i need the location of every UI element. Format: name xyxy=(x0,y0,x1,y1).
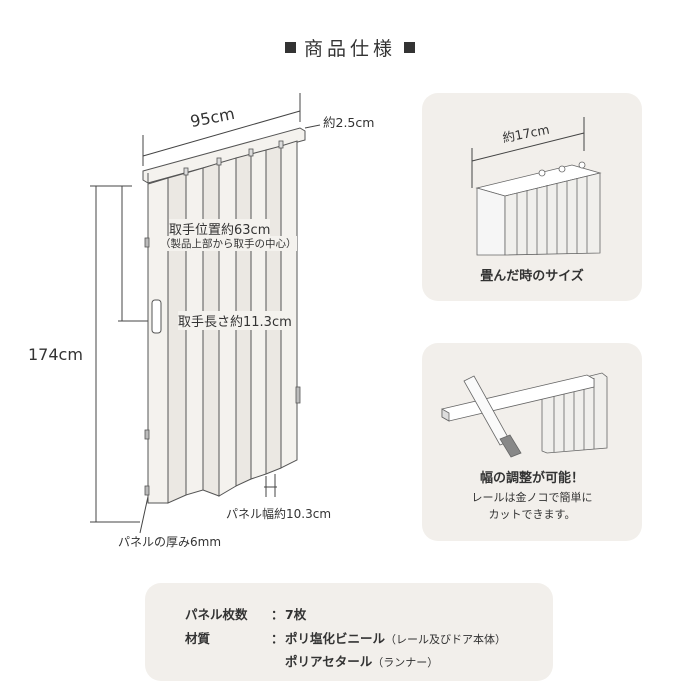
material-label: 材質 xyxy=(185,631,211,646)
handle-position-note: （製品上部から取手の中心） xyxy=(160,236,297,251)
spec-box: パネル枚数 ： 7枚 材質 ： ポリ塩化ビニール（レール及びドア本体） ポリアセ… xyxy=(145,583,553,681)
rail-cutting-illustration xyxy=(441,372,608,458)
handle xyxy=(151,299,162,334)
material-1-note: （レール及びドア本体） xyxy=(385,633,507,646)
adjust-sub-line1: レールは金ノコで簡単に xyxy=(471,491,593,504)
folded-panels-illustration xyxy=(471,117,602,256)
panel-count-value: 7枚 xyxy=(285,607,307,622)
height-label: 174cm xyxy=(28,345,83,364)
adjust-caption: 幅の調整が可能！ xyxy=(479,471,584,486)
adjust-sub-line2: カットできます。 xyxy=(488,508,576,521)
panel-count-label: パネル枚数 xyxy=(185,607,248,622)
section-title: 商品仕様 xyxy=(0,34,700,61)
folded-size-card: 約17cm 畳んだ時のサイズ xyxy=(422,93,642,301)
panel-thickness-label: パネルの厚み6mm xyxy=(118,535,222,549)
handle-position-label: 取手位置約63cm xyxy=(169,219,271,238)
adjustable-width-card: 幅の調整が可能！ レールは金ノコで簡単に カットできます。 xyxy=(422,343,642,541)
folded-caption: 畳んだ時のサイズ xyxy=(480,269,584,284)
rail-depth-label: 約2.5cm xyxy=(323,115,375,130)
section-title-text: 商品仕様 xyxy=(303,38,396,60)
handle-length-label: 取手長さ約11.3cm xyxy=(178,311,292,330)
width-dimension-line xyxy=(142,110,301,157)
material-2-note: （ランナー） xyxy=(372,656,439,669)
material-separator: ： xyxy=(271,631,284,646)
rail-depth-line xyxy=(304,124,321,129)
square-bullet-icon xyxy=(404,42,415,53)
material-1: ポリ塩化ビニール xyxy=(285,631,386,646)
panel-width-label: パネル幅約10.3cm xyxy=(226,507,332,521)
panel-count-separator: ： xyxy=(271,607,284,622)
square-bullet-icon xyxy=(284,42,296,53)
rail xyxy=(142,127,306,184)
material-2: ポリアセタール xyxy=(285,654,373,669)
